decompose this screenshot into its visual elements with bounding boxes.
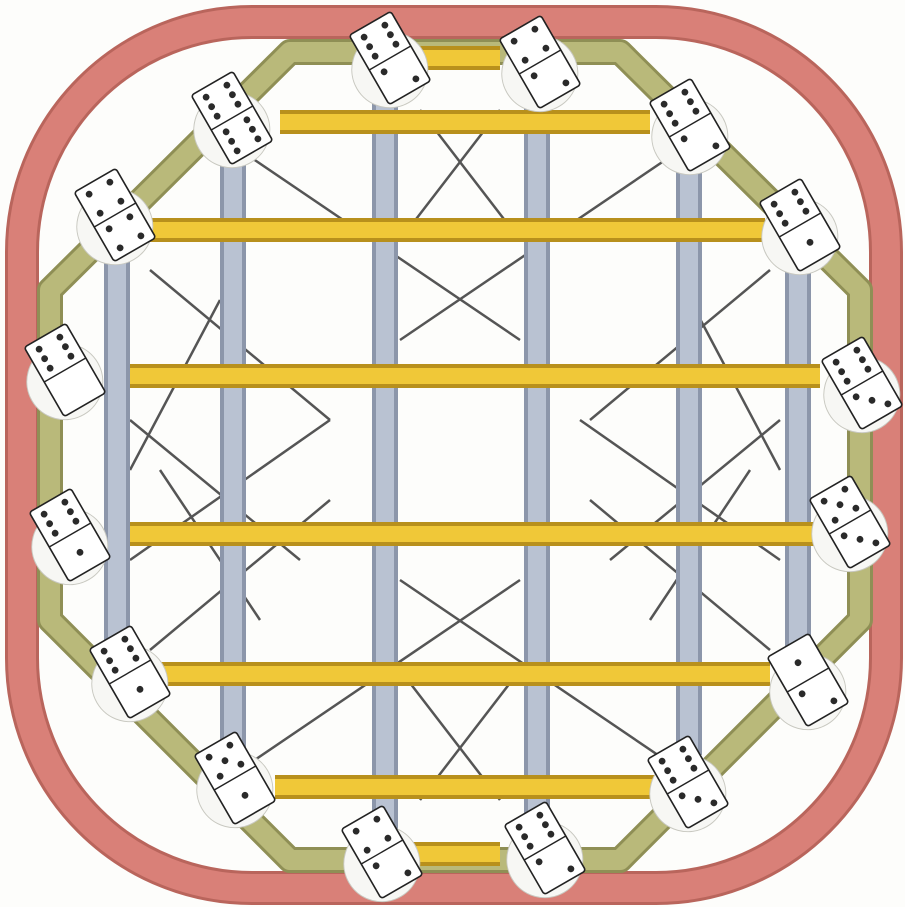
inner-ring (50, 52, 860, 860)
outer-ring (22, 22, 886, 888)
vertical-bars (104, 60, 811, 830)
dominoes (7, 7, 905, 907)
